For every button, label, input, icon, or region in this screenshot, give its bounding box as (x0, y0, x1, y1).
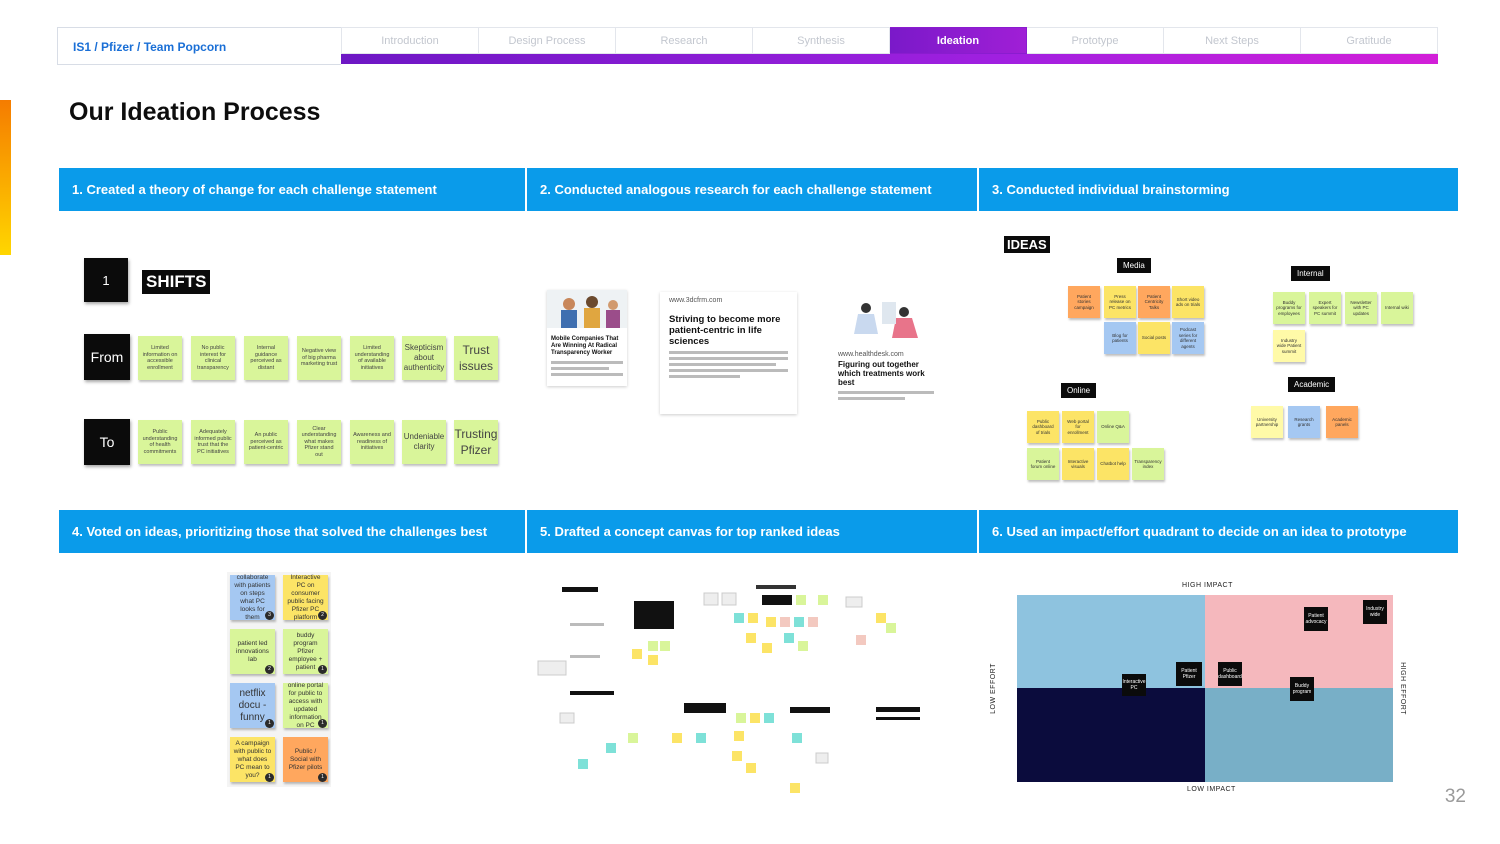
quadrant-item: Patient advocacy (1304, 607, 1328, 631)
research-headline: Mobile Companies That Are Winning At Rad… (551, 336, 619, 356)
axis-bottom: LOW IMPACT (1187, 786, 1236, 793)
section-tabs: Introduction Design Process Research Syn… (341, 27, 1438, 65)
theory-number: 1 (84, 258, 128, 302)
idea-note: Interactive visuals (1062, 448, 1094, 480)
tab-research[interactable]: Research (616, 27, 753, 54)
idea-note: Web portal for enrollment (1062, 411, 1094, 443)
tab-design-process[interactable]: Design Process (479, 27, 616, 54)
tab-introduction[interactable]: Introduction (341, 27, 479, 54)
group-online: Online (1061, 383, 1097, 398)
breadcrumb-box: IS1 / Pfizer / Team Popcorn (57, 27, 341, 65)
vote-count: 1 (265, 719, 274, 728)
from-note: Negative view of big pharma marketing tr… (297, 336, 341, 380)
vote-count: 1 (265, 773, 274, 782)
idea-note: Chatbot help (1097, 448, 1129, 480)
research-headline: Striving to become more patient-centric … (669, 314, 781, 347)
people-illustration (547, 290, 627, 328)
quadrant-top-left (1017, 595, 1205, 688)
progress-bar (341, 54, 1438, 64)
idea-note: Patient stories campaign (1068, 286, 1100, 318)
from-note: Internal guidance perceived as distant (244, 336, 288, 380)
axis-left: LOW EFFORT (989, 663, 997, 714)
vote-count: 2 (318, 611, 327, 620)
idea-note: Podcast series for different agents (1172, 322, 1204, 354)
to-note: Adequately informed public trust that th… (191, 420, 235, 464)
idea-note: Research grants (1288, 406, 1320, 438)
idea-note: University partnership (1251, 406, 1283, 438)
quadrant-item: Industry wide (1363, 600, 1387, 624)
vote-count: 1 (318, 773, 327, 782)
from-note: Skepticism about authenticity (402, 336, 446, 380)
idea-note: Transparency index (1132, 448, 1164, 480)
quadrant-item: Interactive PC (1122, 674, 1146, 696)
idea-note: Press release on PC metrics (1104, 286, 1136, 318)
to-note: Undeniable clarity (402, 420, 446, 464)
to-note: Clear understanding what makes Pfizer st… (297, 420, 341, 464)
research-headline: Figuring out together which treatments w… (838, 360, 925, 387)
group-academic: Academic (1288, 377, 1336, 392)
accent-bar (0, 100, 11, 255)
to-note: Awareness and readiness of initiatives (350, 420, 394, 464)
breadcrumb[interactable]: IS1 / Pfizer / Team Popcorn (73, 40, 227, 54)
idea-note: Blog for patients (1104, 322, 1136, 354)
research-site: www.healthdesk.com (838, 351, 904, 358)
ideas-heading: IDEAS (1004, 236, 1050, 253)
idea-note: Newsletter with PC updates (1345, 292, 1377, 324)
idea-note: Expert speakers for PC summit (1309, 292, 1341, 324)
from-note: No public interest for clinical transpar… (191, 336, 235, 380)
tab-synthesis[interactable]: Synthesis (753, 27, 890, 54)
research-card[interactable]: www.3dcfrm.com Striving to become more p… (660, 292, 797, 414)
vote-count: 3 (265, 611, 274, 620)
group-media: Media (1117, 258, 1151, 273)
idea-note: Short video ads on trials (1172, 286, 1204, 318)
idea-note: Academic panels (1326, 406, 1358, 438)
tab-gratitude[interactable]: Gratitude (1301, 27, 1438, 54)
quadrant-bottom-right (1205, 688, 1393, 782)
tab-prototype[interactable]: Prototype (1027, 27, 1164, 54)
shifts-heading: SHIFTS (142, 270, 211, 294)
idea-note: Buddy programs for employees (1273, 292, 1305, 324)
idea-note: Online Q&A (1097, 411, 1129, 443)
step-2-header: 2. Conducted analogous research for each… (527, 168, 977, 211)
quadrant-bottom-left (1017, 688, 1205, 782)
idea-note: Public dashboard of trials (1027, 411, 1059, 443)
page-title: Our Ideation Process (69, 98, 321, 126)
to-note: Trusting Pfizer (454, 420, 498, 464)
step-5-header: 5. Drafted a concept canvas for top rank… (527, 510, 977, 553)
quadrant-item: Patient Pfizer (1176, 662, 1202, 686)
idea-note: Patient forum online (1027, 448, 1059, 480)
step-3-header: 3. Conducted individual brainstorming (979, 168, 1458, 211)
step-6-header: 6. Used an impact/effort quadrant to dec… (979, 510, 1458, 553)
vote-count: 1 (318, 719, 327, 728)
to-note: Public understanding of health commitmen… (138, 420, 182, 464)
page-number: 32 (1444, 786, 1466, 807)
to-note: An public perceived as patient-centric (244, 420, 288, 464)
research-card[interactable]: www.healthdesk.com Figuring out together… (834, 294, 938, 412)
idea-note: Patient Centricity Talks (1138, 286, 1170, 318)
to-label: To (84, 419, 130, 465)
axis-top: HIGH IMPACT (1182, 582, 1233, 589)
concept-canvas-board (537, 585, 920, 793)
idea-note: Social posts (1138, 322, 1170, 354)
from-label: From (84, 334, 130, 380)
step-1-header: 1. Created a theory of change for each c… (59, 168, 525, 211)
idea-note: Industry wide Patient summit (1273, 330, 1305, 362)
from-note: Trust issues (454, 336, 498, 380)
vote-count: 1 (318, 665, 327, 674)
vote-count: 2 (265, 665, 274, 674)
from-note: Limited information on accessible enroll… (138, 336, 182, 380)
from-note: Limited understanding of available initi… (350, 336, 394, 380)
tab-next-steps[interactable]: Next Steps (1164, 27, 1301, 54)
research-card[interactable]: Mobile Companies That Are Winning At Rad… (547, 290, 627, 386)
step-4-header: 4. Voted on ideas, prioritizing those th… (59, 510, 525, 553)
quadrant-item: Buddy program (1290, 677, 1314, 701)
idea-note: Internal wiki (1381, 292, 1413, 324)
tab-ideation[interactable]: Ideation (890, 27, 1027, 54)
axis-right: HIGH EFFORT (1398, 662, 1406, 715)
research-site: www.3dcfrm.com (669, 297, 723, 304)
doctors-illustration (854, 302, 918, 338)
group-internal: Internal (1291, 266, 1330, 281)
quadrant-item: Public dashboard (1218, 662, 1242, 686)
vote-note: online portal for public to access with … (283, 682, 328, 729)
